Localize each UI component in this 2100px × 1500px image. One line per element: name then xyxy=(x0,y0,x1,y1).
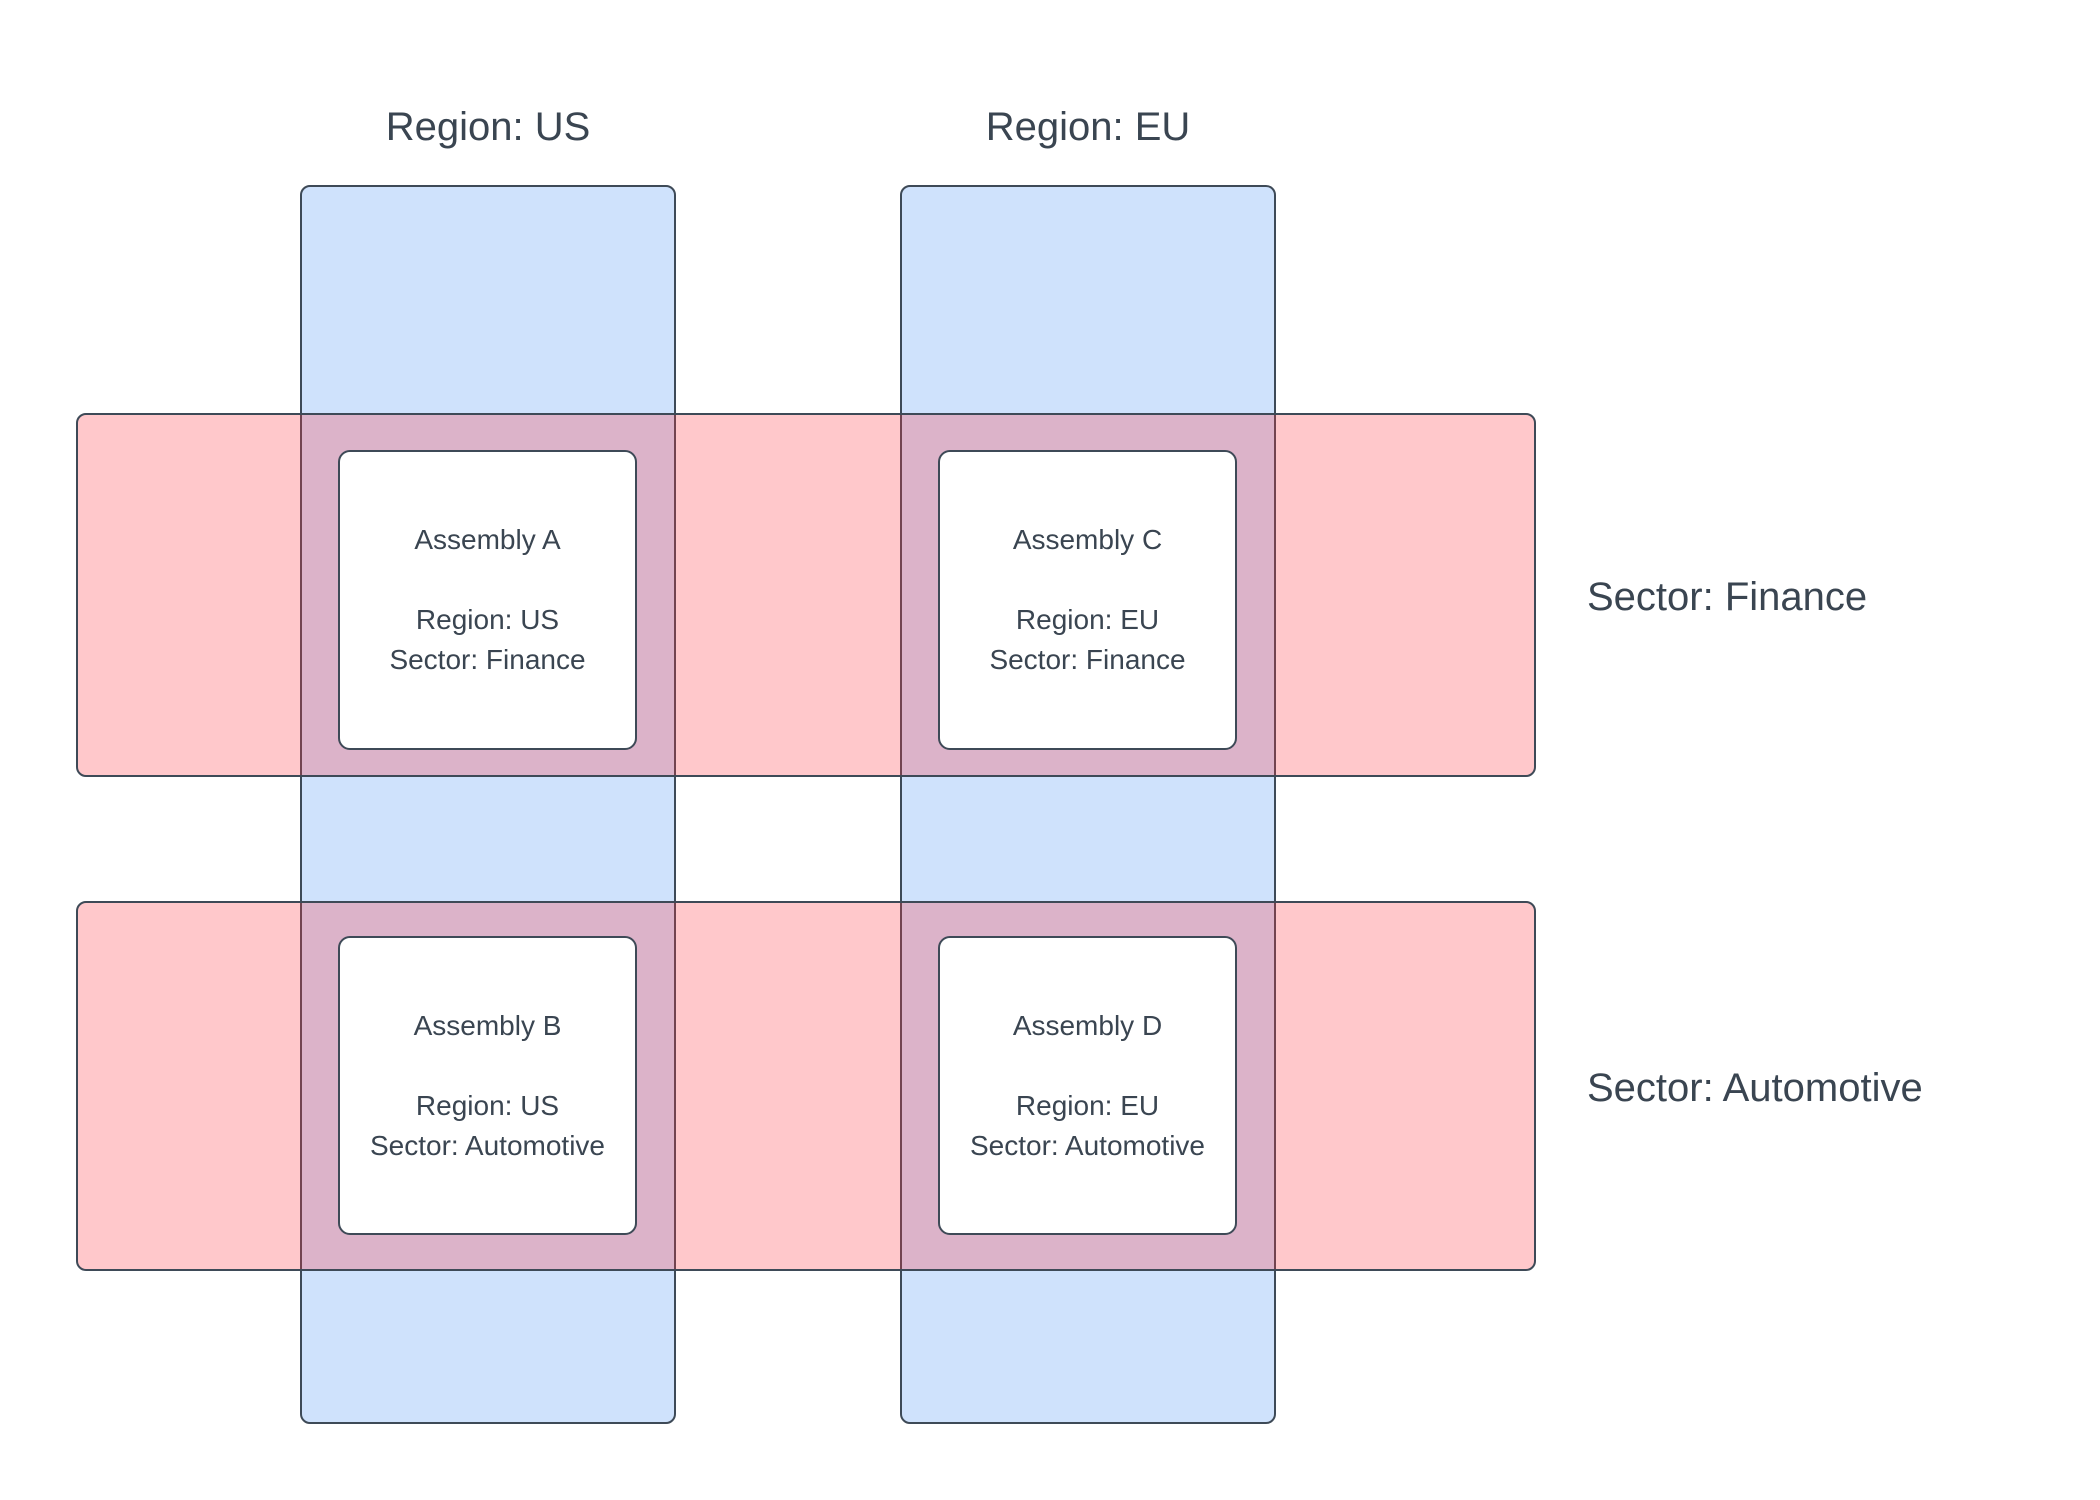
assembly-c-node: Assembly C Region: EU Sector: Finance xyxy=(938,450,1237,750)
assembly-c-sector: Sector: Finance xyxy=(989,644,1186,675)
assembly-d-name: Assembly D xyxy=(1012,1009,1163,1041)
assembly-b-node: Assembly B Region: US Sector: Automotive xyxy=(338,936,637,1235)
assembly-d-node: Assembly D Region: EU Sector: Automotive xyxy=(938,936,1237,1235)
assembly-c-name: Assembly C xyxy=(1012,524,1163,555)
assembly-d-sector: Sector: Automotive xyxy=(969,1129,1205,1161)
sector-automotive-row-band xyxy=(76,901,1536,1271)
region-eu-label: Region: EU xyxy=(985,105,1191,149)
sector-finance-row-band xyxy=(76,413,1536,777)
assembly-a-name: Assembly A xyxy=(414,524,561,555)
assembly-b-region: Region: US xyxy=(415,1089,560,1121)
sector-finance-label: Sector: Finance xyxy=(1587,575,1868,619)
assembly-c-region: Region: EU xyxy=(1015,604,1160,635)
assembly-d-region: Region: EU xyxy=(1015,1089,1160,1121)
assembly-b-sector: Sector: Automotive xyxy=(369,1129,605,1161)
region-us-label: Region: US xyxy=(385,105,591,149)
assembly-a-region: Region: US xyxy=(415,604,560,635)
assembly-b-name: Assembly B xyxy=(413,1009,562,1041)
sector-automotive-label: Sector: Automotive xyxy=(1587,1066,1923,1110)
assembly-a-node: Assembly A Region: US Sector: Finance xyxy=(338,450,637,750)
assembly-a-sector: Sector: Finance xyxy=(389,644,586,675)
